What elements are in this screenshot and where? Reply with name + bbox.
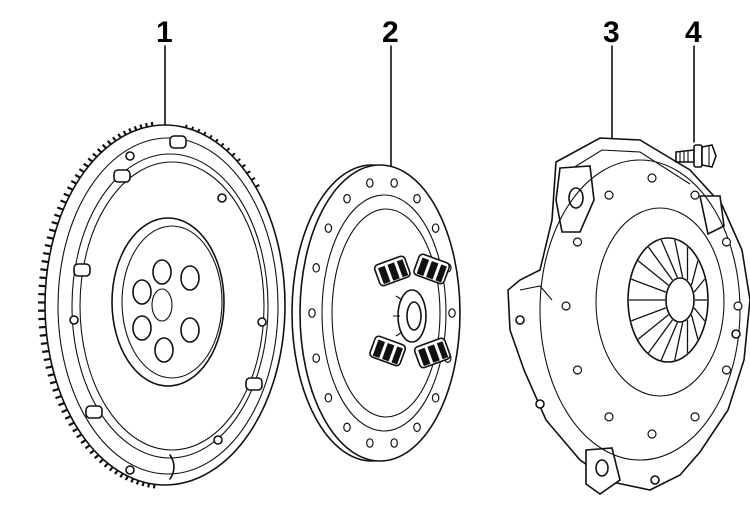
callout-label-pressure-plate: 3: [603, 16, 620, 49]
clutch-disc-lining: [299, 164, 461, 462]
flywheel: [38, 121, 286, 489]
pressure-plate-holes: [561, 173, 743, 439]
callout-label-clutch-disc: 2: [382, 16, 399, 49]
flywheel-dowel-pins: [73, 135, 263, 419]
callout-label-bolt: 4: [685, 16, 702, 49]
flywheel-ring-gear: [44, 124, 286, 486]
flywheel-outer-holes: [69, 151, 267, 480]
clutch-disc-hub-plate: [331, 208, 441, 418]
pressure-plate: [507, 137, 750, 495]
clutch-disc: [291, 164, 461, 462]
flywheel-face-outer: [57, 137, 279, 475]
bolt-flange: [693, 144, 703, 168]
callout-label-flywheel: 1: [156, 16, 173, 49]
flywheel-hub-recess: [111, 217, 225, 387]
diaphragm-spring-center: [665, 277, 695, 323]
damper-springs: [369, 253, 451, 369]
flywheel-crank-bolt-holes: [132, 259, 200, 363]
flywheel-friction-face: [71, 153, 269, 459]
diaphragm-spring-fingers: [629, 239, 707, 361]
mounting-bolt: [675, 144, 717, 168]
